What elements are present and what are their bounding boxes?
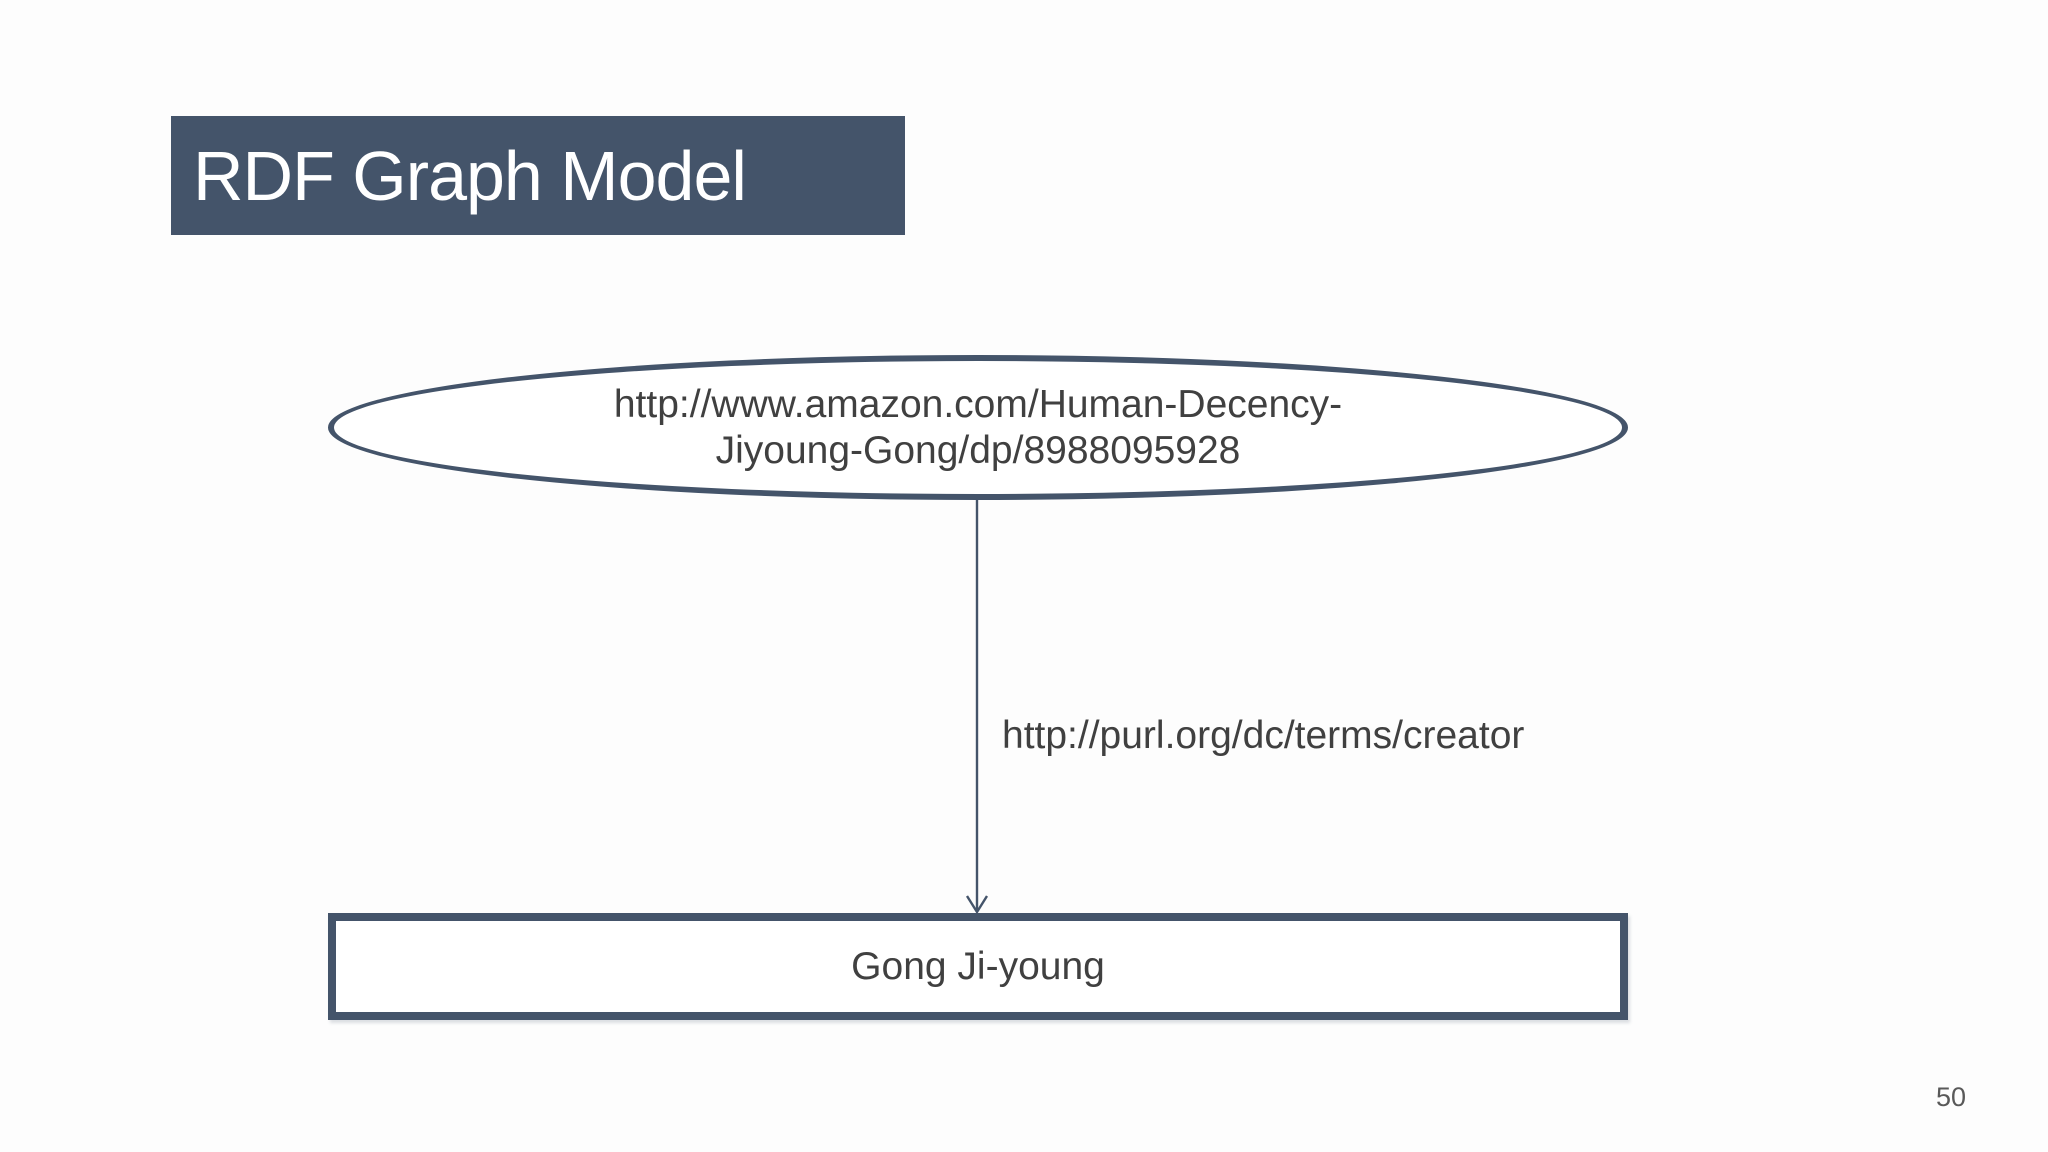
subject-node-ellipse: http://www.amazon.com/Human-Decency- Jiy… bbox=[328, 355, 1628, 500]
object-node-rectangle: Gong Ji-young bbox=[328, 913, 1628, 1020]
predicate-uri-label: http://purl.org/dc/terms/creator bbox=[1002, 714, 1525, 757]
subject-uri-label: http://www.amazon.com/Human-Decency- Jiy… bbox=[613, 383, 1343, 472]
slide-title: RDF Graph Model bbox=[193, 136, 747, 215]
predicate-arrow-down-icon bbox=[965, 499, 989, 915]
page-number: 50 bbox=[1935, 1082, 1966, 1112]
object-literal-label: Gong Ji-young bbox=[851, 944, 1105, 988]
slide-title-bar: RDF Graph Model bbox=[171, 116, 905, 235]
